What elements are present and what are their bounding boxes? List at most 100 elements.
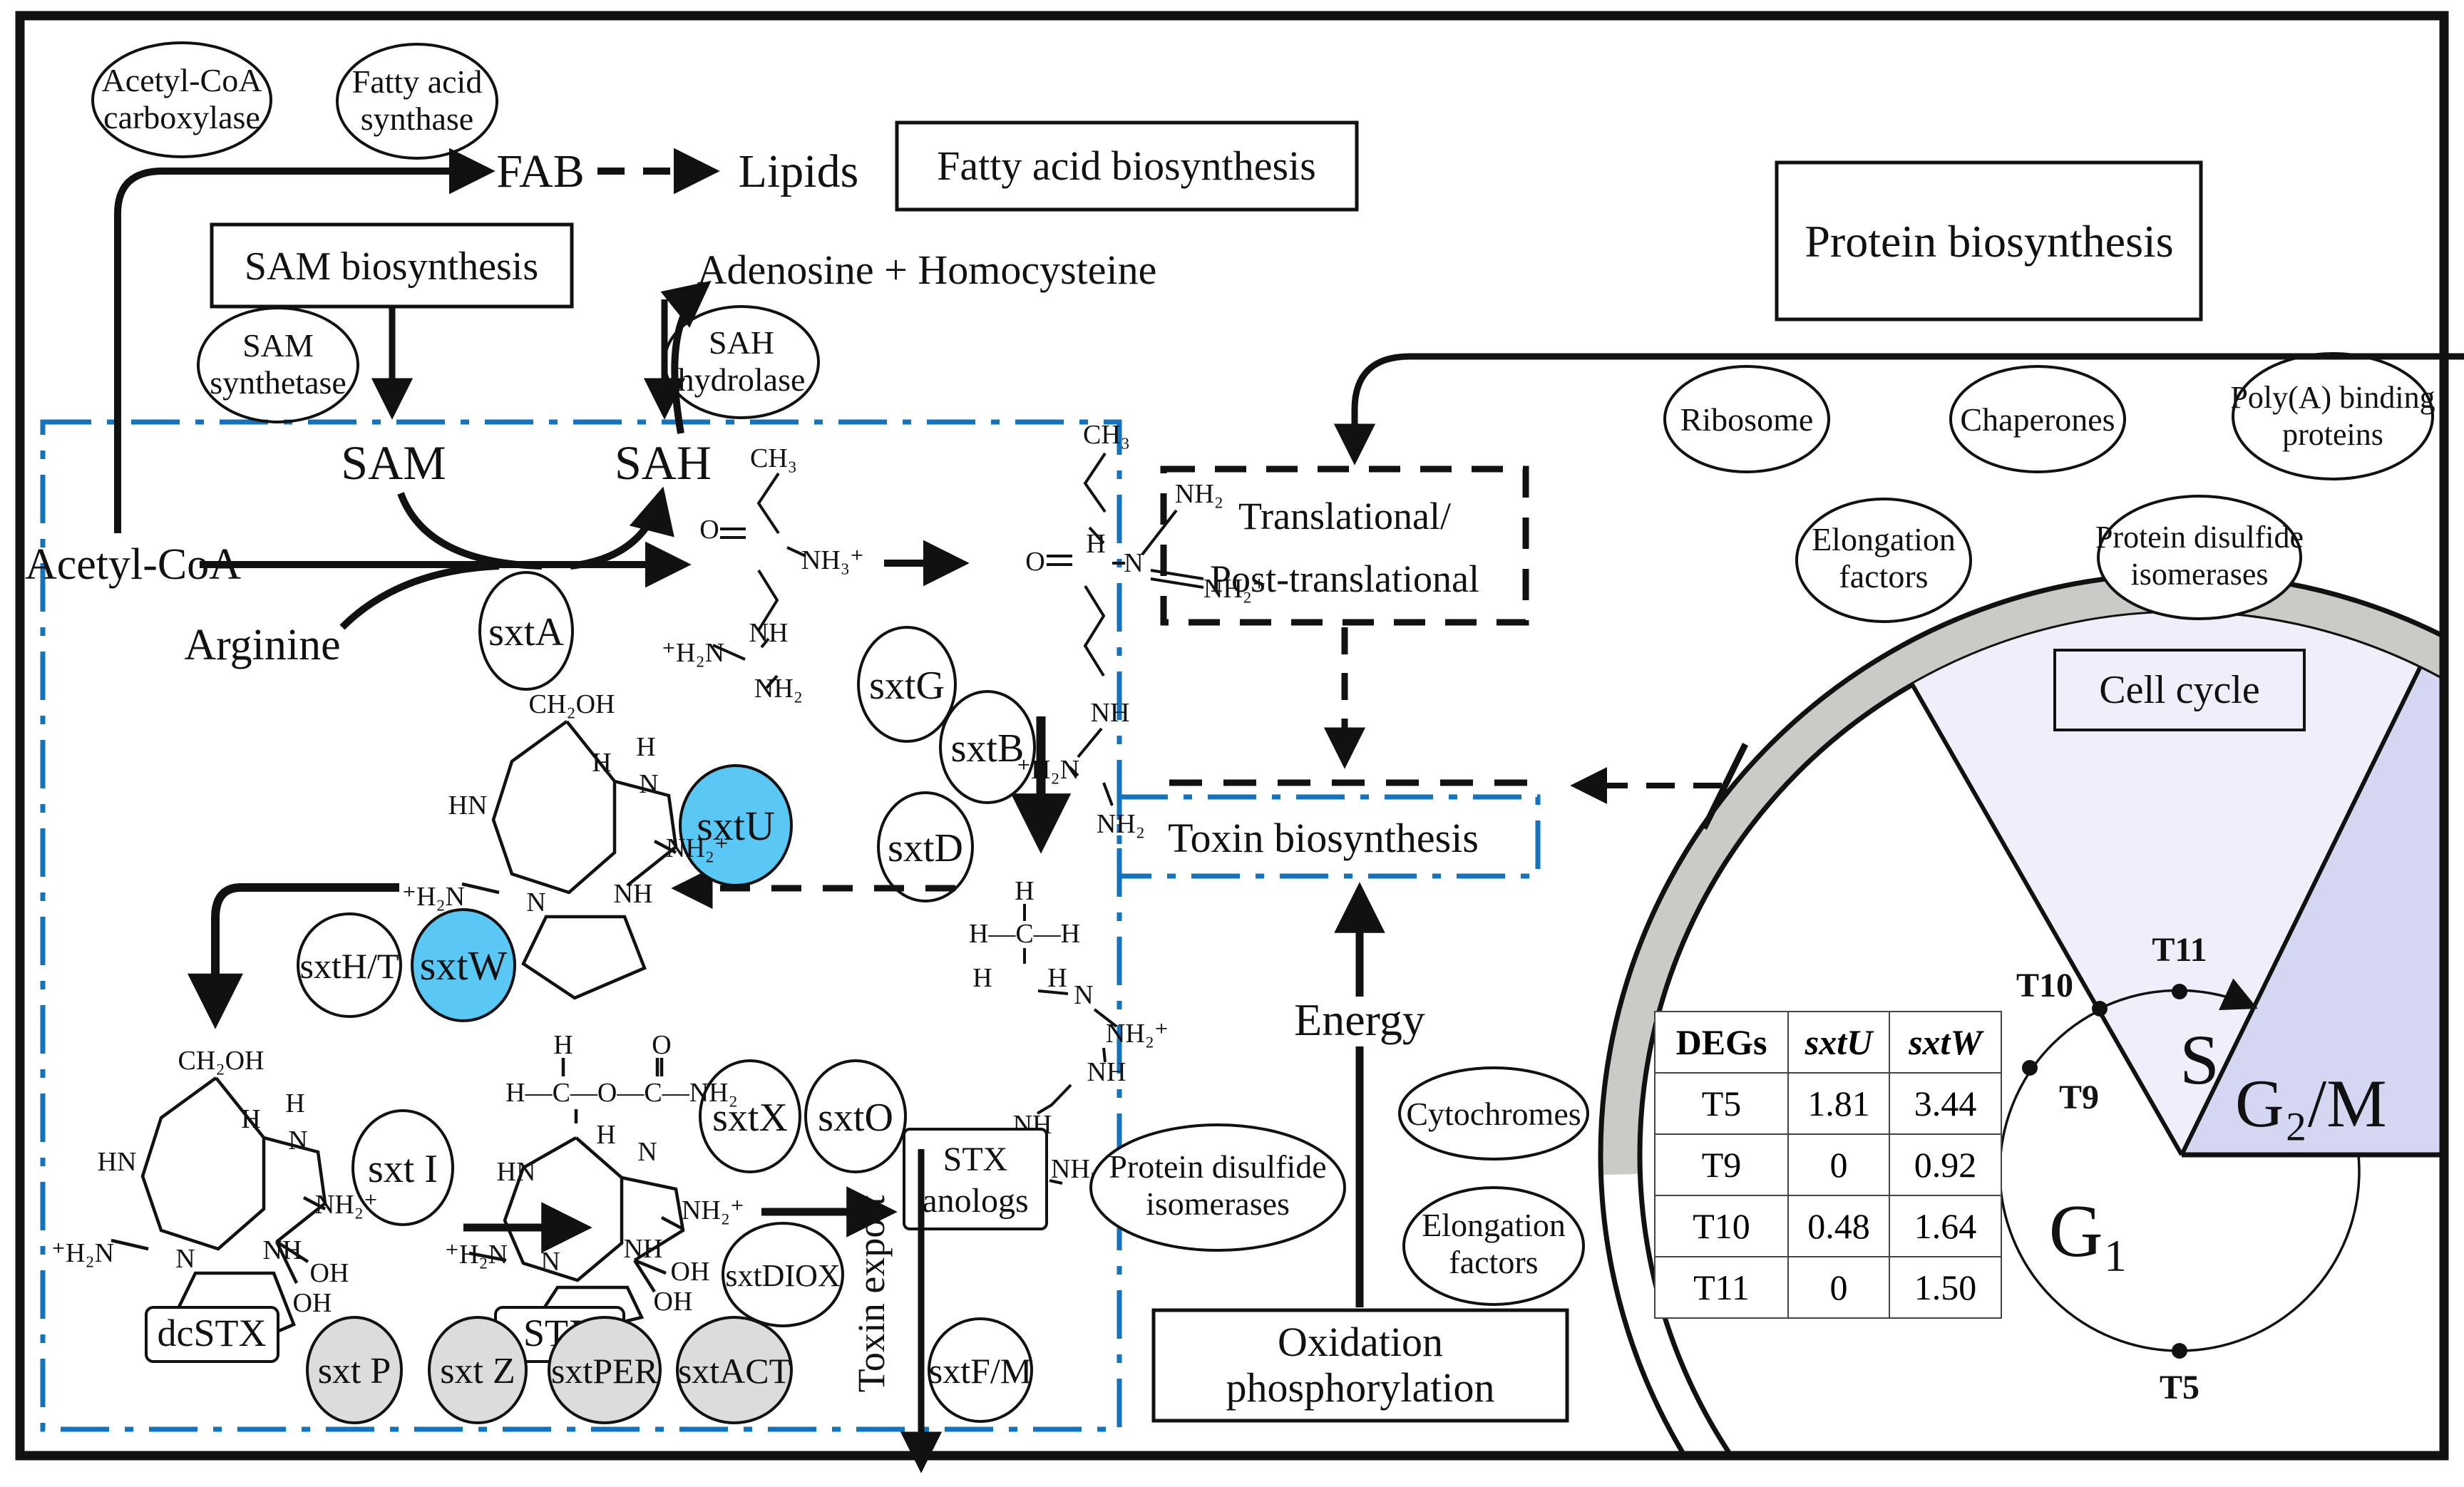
table-row: T5 1.81 3.44: [1654, 1072, 2002, 1135]
phase-label-s: S: [2180, 1020, 2219, 1099]
pdi-top-label: Protein disulfide: [2095, 520, 2304, 555]
inhibition-bar: [1700, 743, 1749, 830]
s4-to-s5-bent-arrow: [188, 883, 399, 1029]
timepoint-label-t9: T9: [2059, 1079, 2099, 1116]
row-t11-label: T11: [1654, 1256, 1789, 1319]
svg-text:O: O: [1025, 547, 1044, 577]
sxtW-circle: [411, 908, 516, 1022]
sxtP-label: sxt P: [318, 1351, 391, 1391]
svg-text:NH₂⁺: NH₂⁺: [315, 1190, 378, 1220]
svg-text:OH: OH: [671, 1257, 710, 1287]
svg-text:NH₂: NH₂: [754, 674, 803, 704]
svg-text:H—C—O—C—NH₂: H—C—O—C—NH₂: [505, 1078, 738, 1108]
svg-text:H: H: [596, 1120, 615, 1150]
polya-ellipse: [2232, 352, 2434, 480]
row-t9-sxtw: 0.92: [1889, 1133, 2002, 1196]
sxtX-label: sxtX: [712, 1096, 788, 1140]
deg-table: DEGs sxtU sxtW T5 1.81 3.44 T9 0 0.92 T1…: [1654, 1011, 2002, 1319]
protein-biosynthesis-box: [1775, 160, 2203, 321]
sam-synthetase-label2: synthetase: [210, 364, 346, 401]
svg-text:H—C—H: H—C—H: [969, 919, 1080, 949]
sxtDIOX-label: sxtDIOX: [725, 1258, 840, 1293]
s1-bonds: [712, 472, 806, 689]
s4-rings: [461, 720, 678, 1000]
svg-text:⁺H₂N: ⁺H₂N: [662, 638, 724, 668]
svg-text:NH₂: NH₂: [1097, 809, 1145, 839]
sxtD-label: sxtD: [888, 826, 963, 870]
svg-text:H: H: [636, 732, 655, 762]
svg-text:H: H: [241, 1104, 260, 1134]
row-t11-sxtu: 0: [1787, 1256, 1890, 1319]
ribosome-ellipse: [1663, 365, 1830, 473]
elongation-factors-bottom-label2: factors: [1449, 1244, 1538, 1280]
sxtPER-circle: [548, 1316, 662, 1424]
protein-biosynthesis-title: Protein biosynthesis: [1805, 216, 2173, 267]
svg-text:NH₂⁺: NH₂⁺: [666, 833, 729, 863]
sxtI-circle: [351, 1109, 454, 1226]
translational-box: [1160, 465, 1529, 626]
sxtU-circle: [679, 764, 793, 887]
toxin-region-border: [40, 419, 1122, 1432]
sam-label: SAM: [341, 436, 446, 490]
structure-arginine-intermediate-2: CH₃ O H NH₂ N NH₂⁺ NH ⁺H₂N NH₂: [1017, 420, 1266, 839]
acetylcoa-to-fab-arrow: [114, 148, 496, 533]
fatty-acid-synthase-ellipse: [336, 43, 498, 160]
svg-text:CH₃: CH₃: [1083, 420, 1130, 450]
svg-text:H: H: [1015, 876, 1034, 906]
sxtP-circle: [306, 1316, 403, 1424]
table-row: T11 0 1.50: [1654, 1256, 2002, 1319]
toxin-export-label: Toxin export: [850, 1195, 893, 1393]
energy-label-bg: [1276, 997, 1444, 1046]
chaperones-label: Chaperones: [1960, 401, 2115, 438]
acetyl-coa-carboxylase-label: Acetyl-CoA: [102, 62, 262, 98]
sxtHT-label: sxtH/T: [300, 946, 399, 986]
fatty-acid-synthase-label2: synthase: [361, 101, 473, 137]
cytochromes-ellipse: [1398, 1066, 1589, 1161]
stx-analogs-box: [903, 1128, 1048, 1230]
figure-border: [15, 11, 2449, 1461]
svg-text:H: H: [592, 748, 611, 778]
svg-text:NH: NH: [1091, 698, 1130, 728]
structure-stx: H O H—C—O—C—NH₂ H N HN NH₂⁺ ⁺H₂N N NH OH…: [445, 1030, 744, 1334]
svg-text:NH: NH: [1087, 1057, 1126, 1087]
timepoint-dot-t11: [2172, 984, 2187, 999]
sah-to-adenosine-arrow: [660, 280, 712, 434]
row-t10-sxtu: 0.48: [1787, 1195, 1890, 1257]
svg-text:⁺H₂N: ⁺H₂N: [51, 1238, 114, 1268]
sah-label: SAH: [615, 436, 712, 490]
svg-text:HN: HN: [497, 1157, 536, 1187]
pdi-bottom-label2: isomerases: [1146, 1185, 1290, 1222]
sam-substrate-curve: [397, 492, 543, 570]
oxidation-label2: phosphorylation: [1226, 1364, 1495, 1411]
sxtw-header: sxtW: [1889, 1011, 2002, 1074]
fatty-acid-synthase-label: Fatty acid: [352, 63, 483, 100]
elongation-factors-ellipse-bottom: [1402, 1186, 1585, 1306]
row-t5-label: T5: [1654, 1072, 1789, 1135]
cell-cycle-group: T10 T11 T9 T5 S G₂/M G₁ Cell cycle: [1598, 571, 2441, 1451]
table-row: T10 0.48 1.64: [1654, 1195, 2002, 1257]
svg-text:NH: NH: [624, 1234, 663, 1264]
svg-text:N: N: [1074, 980, 1093, 1010]
sam-synthetase-ellipse: [197, 307, 359, 423]
svg-text:CH₂OH: CH₂OH: [178, 1046, 265, 1076]
svg-text:H: H: [1086, 529, 1105, 559]
svg-text:N: N: [175, 1244, 195, 1274]
svg-text:H: H: [553, 1030, 573, 1060]
svg-text:⁺H₂N: ⁺H₂N: [402, 882, 465, 912]
phase-s-sector: [1912, 612, 2420, 1155]
pdi-bottom-label: Protein disulfide: [1109, 1148, 1326, 1185]
elongation-factors-top-label2: factors: [1839, 558, 1928, 595]
sxtZ-label: sxt Z: [440, 1351, 515, 1391]
sxtDIOX-circle: [722, 1222, 844, 1327]
sam-synthetase-label: SAM: [242, 327, 314, 364]
svg-text:H: H: [285, 1089, 304, 1118]
sector-boundary-left: [1910, 683, 2184, 1156]
svg-text:NH: NH: [614, 879, 653, 909]
dcstx-label: dcSTX: [158, 1312, 267, 1354]
svg-text:NH₂⁺: NH₂⁺: [1203, 574, 1266, 604]
svg-text:N: N: [637, 1137, 657, 1167]
svg-text:O: O: [699, 515, 719, 545]
svg-text:NH: NH: [263, 1235, 302, 1265]
elongation-factors-top-label: Elongation: [1812, 521, 1956, 557]
